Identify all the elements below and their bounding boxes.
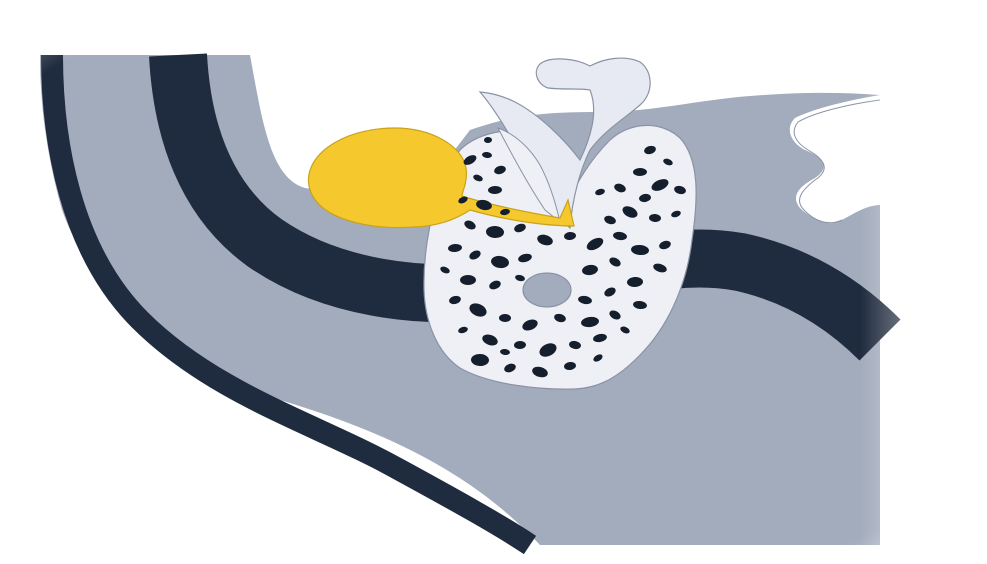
fade-right xyxy=(860,0,987,564)
fade-top xyxy=(0,0,987,45)
